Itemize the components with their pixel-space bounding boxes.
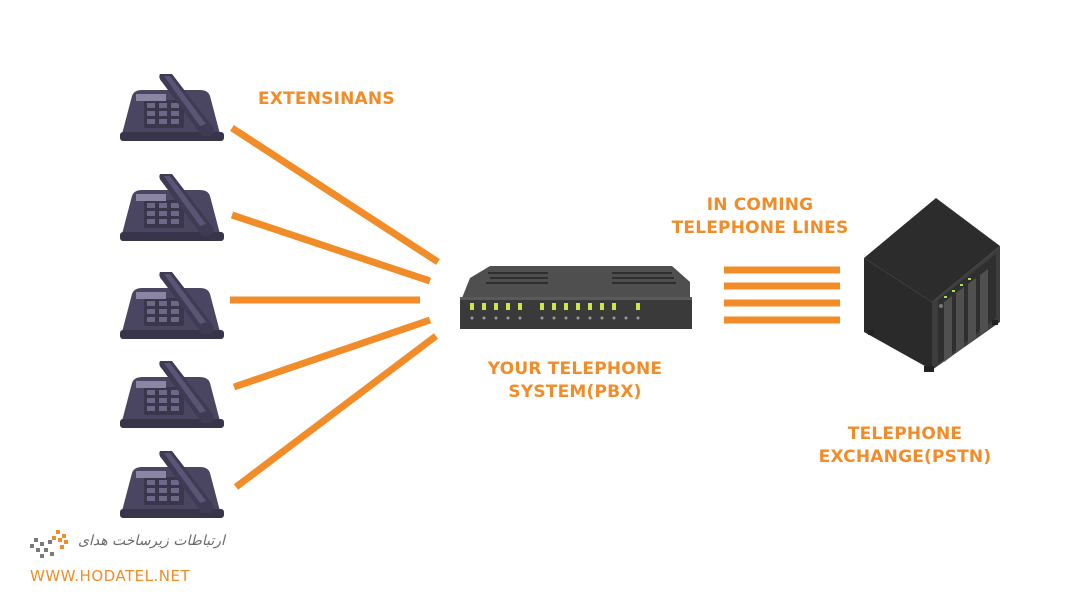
incoming-label-line1: IN COMING — [706, 195, 814, 215]
desk-phone-icon — [120, 451, 224, 518]
logo-icon — [30, 530, 68, 558]
extension-line — [233, 333, 439, 490]
desk-phone-icon — [120, 361, 224, 428]
logo-website-text: WWW.HODATEL.NET — [30, 567, 191, 585]
pstn-label-line1: TELEPHONE — [847, 424, 963, 444]
logo-name-text: ارتباطات زیرساخت هدای — [78, 533, 225, 549]
extension-lines — [230, 125, 440, 490]
extension-line — [230, 125, 440, 265]
pbx-device-icon — [460, 266, 692, 329]
extension-line — [232, 316, 432, 391]
incoming-lines — [724, 266, 840, 324]
extensions-label: EXTENSINANS — [258, 88, 395, 111]
pstn-label: TELEPHONE EXCHANGE(PSTN) — [790, 423, 1020, 469]
pstn-label-line2: EXCHANGE(PSTN) — [818, 447, 992, 467]
server-icon — [864, 198, 1000, 372]
desk-phone-icon — [120, 272, 224, 339]
pbx-label-line2: SYSTEM(PBX) — [508, 382, 642, 402]
incoming-label-line2: TELEPHONE LINES — [671, 218, 849, 238]
incoming-lines-label: IN COMING TELEPHONE LINES — [640, 194, 880, 240]
pbx-label: YOUR TELEPHONE SYSTEM(PBX) — [455, 358, 695, 404]
desk-phone-icon — [120, 74, 224, 141]
extensions-label-text: EXTENSINANS — [258, 89, 395, 109]
desk-phone-icon — [120, 174, 224, 241]
pbx-label-line1: YOUR TELEPHONE — [487, 359, 663, 379]
extension-line — [230, 211, 432, 285]
